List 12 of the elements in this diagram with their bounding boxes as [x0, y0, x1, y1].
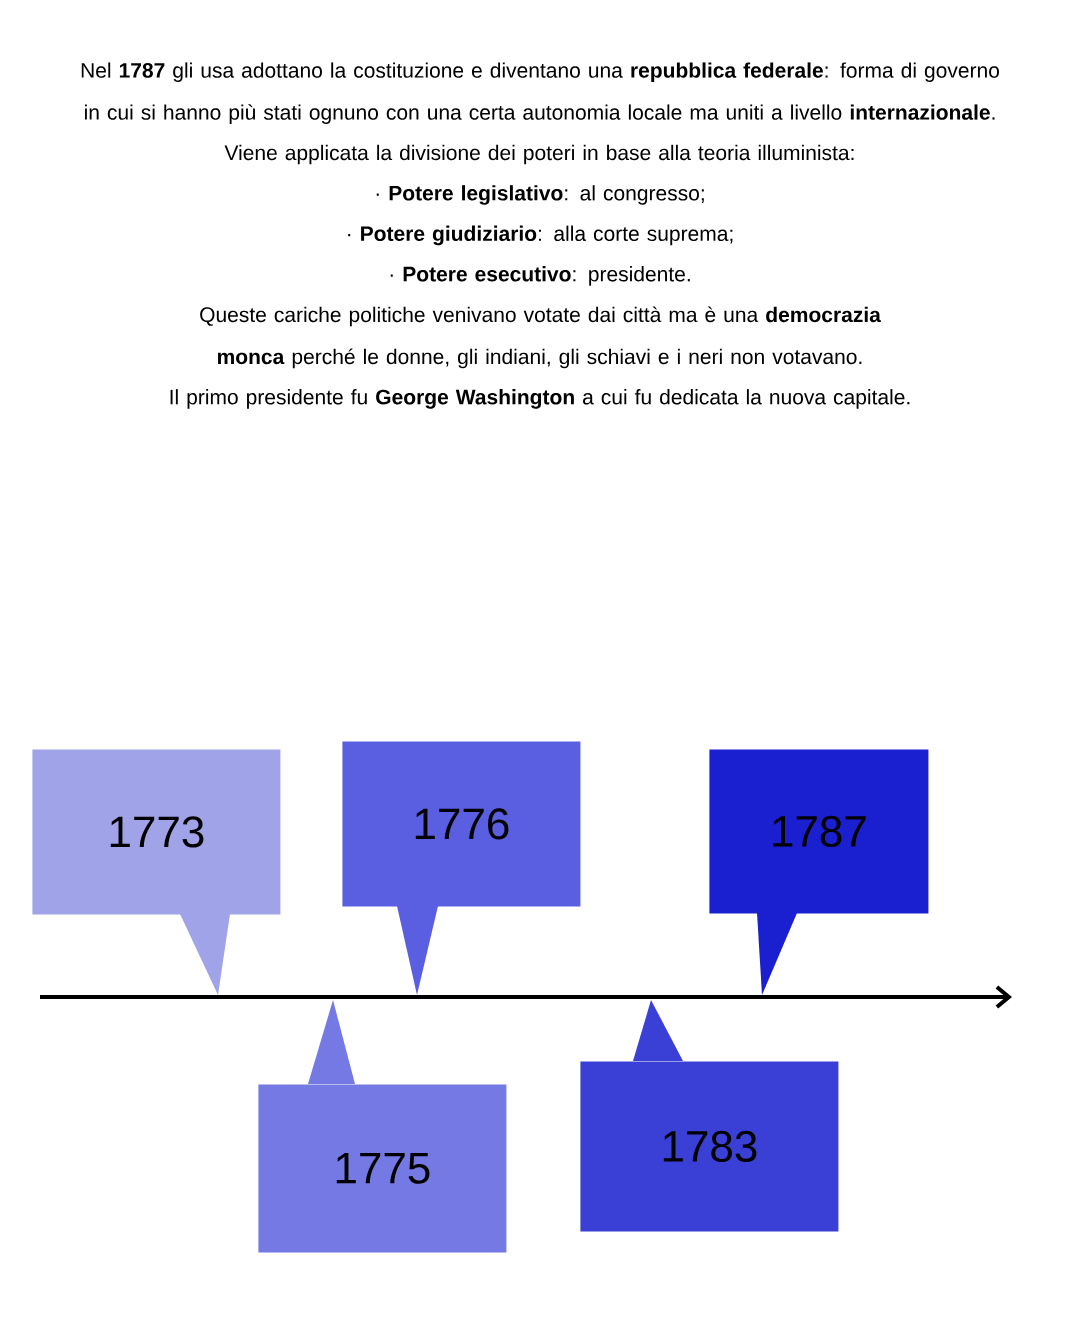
text-paragraph: Nel 1787 gli usa adottano la costituzione e diventano una repubblica federale: forma di governo in cui si hanno più stati ognuno con una certa autonomia locale ma uniti a livello internazionale.	[81, 62, 999, 124]
callout-box: 1773	[32, 749, 281, 995]
bullet-item: · Potere giudiziario: alla corte suprema;	[348, 225, 733, 246]
callout-box: 1775	[258, 1000, 507, 1253]
text-paragraph: Queste cariche politiche venivano votate dai città ma è una democrazia monca perché le donne, gli indiani, gli schiavi e i neri non votavano.	[200, 306, 881, 369]
callout-box: 1783	[580, 1000, 839, 1232]
callout-box: 1787	[709, 749, 929, 995]
bullet-item: · Potere legislativo: al congresso;	[376, 185, 704, 205]
callout-box: 1776	[342, 741, 581, 995]
text-line: Il primo presidente fu George Washington a cui fu dedicata la nuova capitale.	[170, 389, 910, 409]
bullet-item: · Potere esecutivo: presidente.	[390, 266, 690, 286]
text-line: Viene applicata la divisione dei poteri in base alla teoria illuminista:	[224, 144, 854, 165]
